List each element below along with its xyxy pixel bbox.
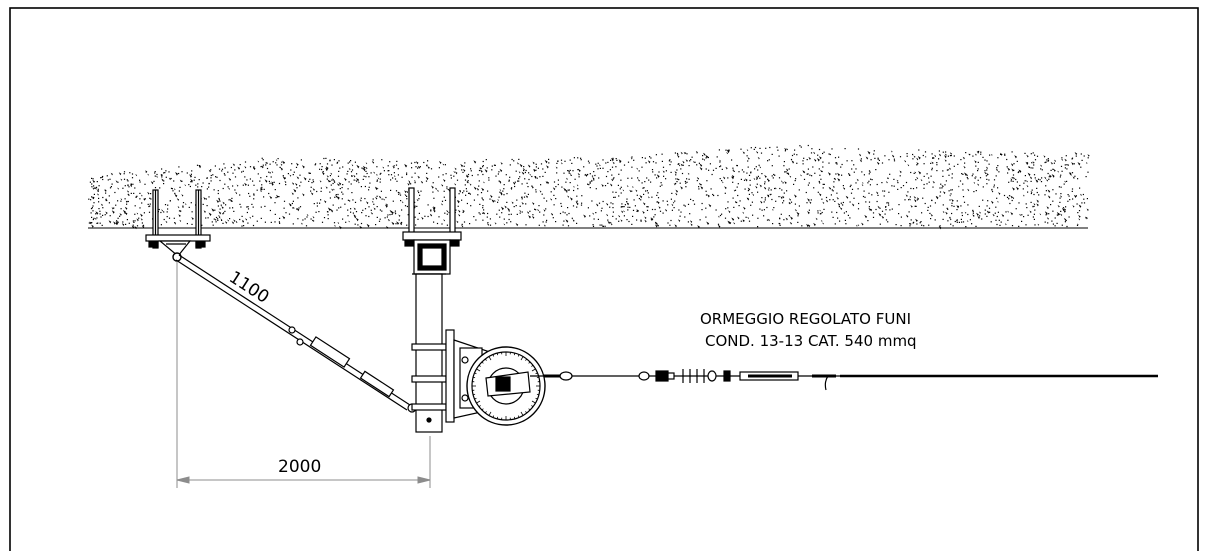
strut-length-label: 1100 <box>225 267 272 307</box>
concrete-speckles <box>88 144 1090 230</box>
drum-ticks <box>472 352 540 420</box>
mooring-cable <box>530 369 1158 391</box>
left-anchor-pin <box>172 252 182 262</box>
regulating-drum <box>445 329 546 426</box>
span-dimension <box>176 262 431 488</box>
diagonal-strut <box>175 254 417 413</box>
concrete-slab <box>88 144 1090 230</box>
central-post <box>402 187 462 433</box>
span-length-label: 2000 <box>278 457 321 477</box>
mooring-note-line2: COND. 13-13 CAT. 540 mmq <box>705 332 917 350</box>
mooring-note-line1: ORMEGGIO REGOLATO FUNI <box>700 310 911 328</box>
drawing-frame <box>9 7 1199 551</box>
left-anchor-bracket <box>145 189 211 257</box>
